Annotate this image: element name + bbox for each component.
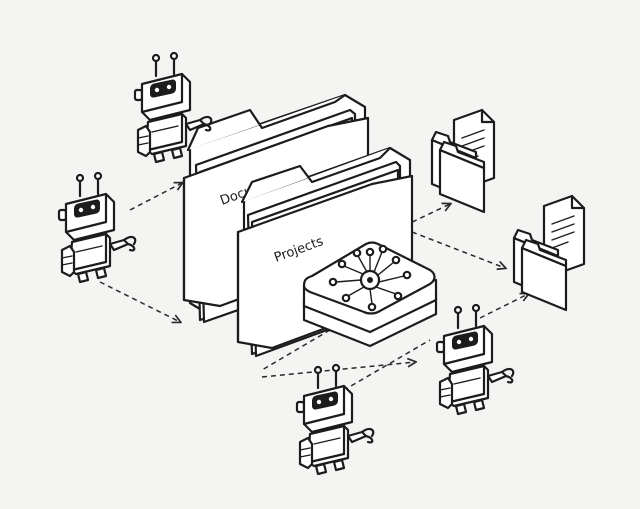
robot-icon: [435, 303, 515, 416]
arrow-folders-to-small-folder-right: [411, 231, 505, 268]
small-folder-top-icon[interactable]: [430, 108, 496, 214]
robot-icon: [57, 171, 137, 284]
arrow-chip-to-robot-bottom-left: [261, 329, 331, 371]
arrow-robot-left-to-documents-lower: [99, 281, 180, 322]
robot-icon: [295, 363, 375, 476]
arrow-robot-right-to-small-folder: [479, 294, 528, 319]
small-folder-right-icon[interactable]: [512, 194, 586, 312]
arrow-robot-left-to-documents: [129, 183, 182, 211]
network-chip-icon[interactable]: [302, 241, 438, 348]
